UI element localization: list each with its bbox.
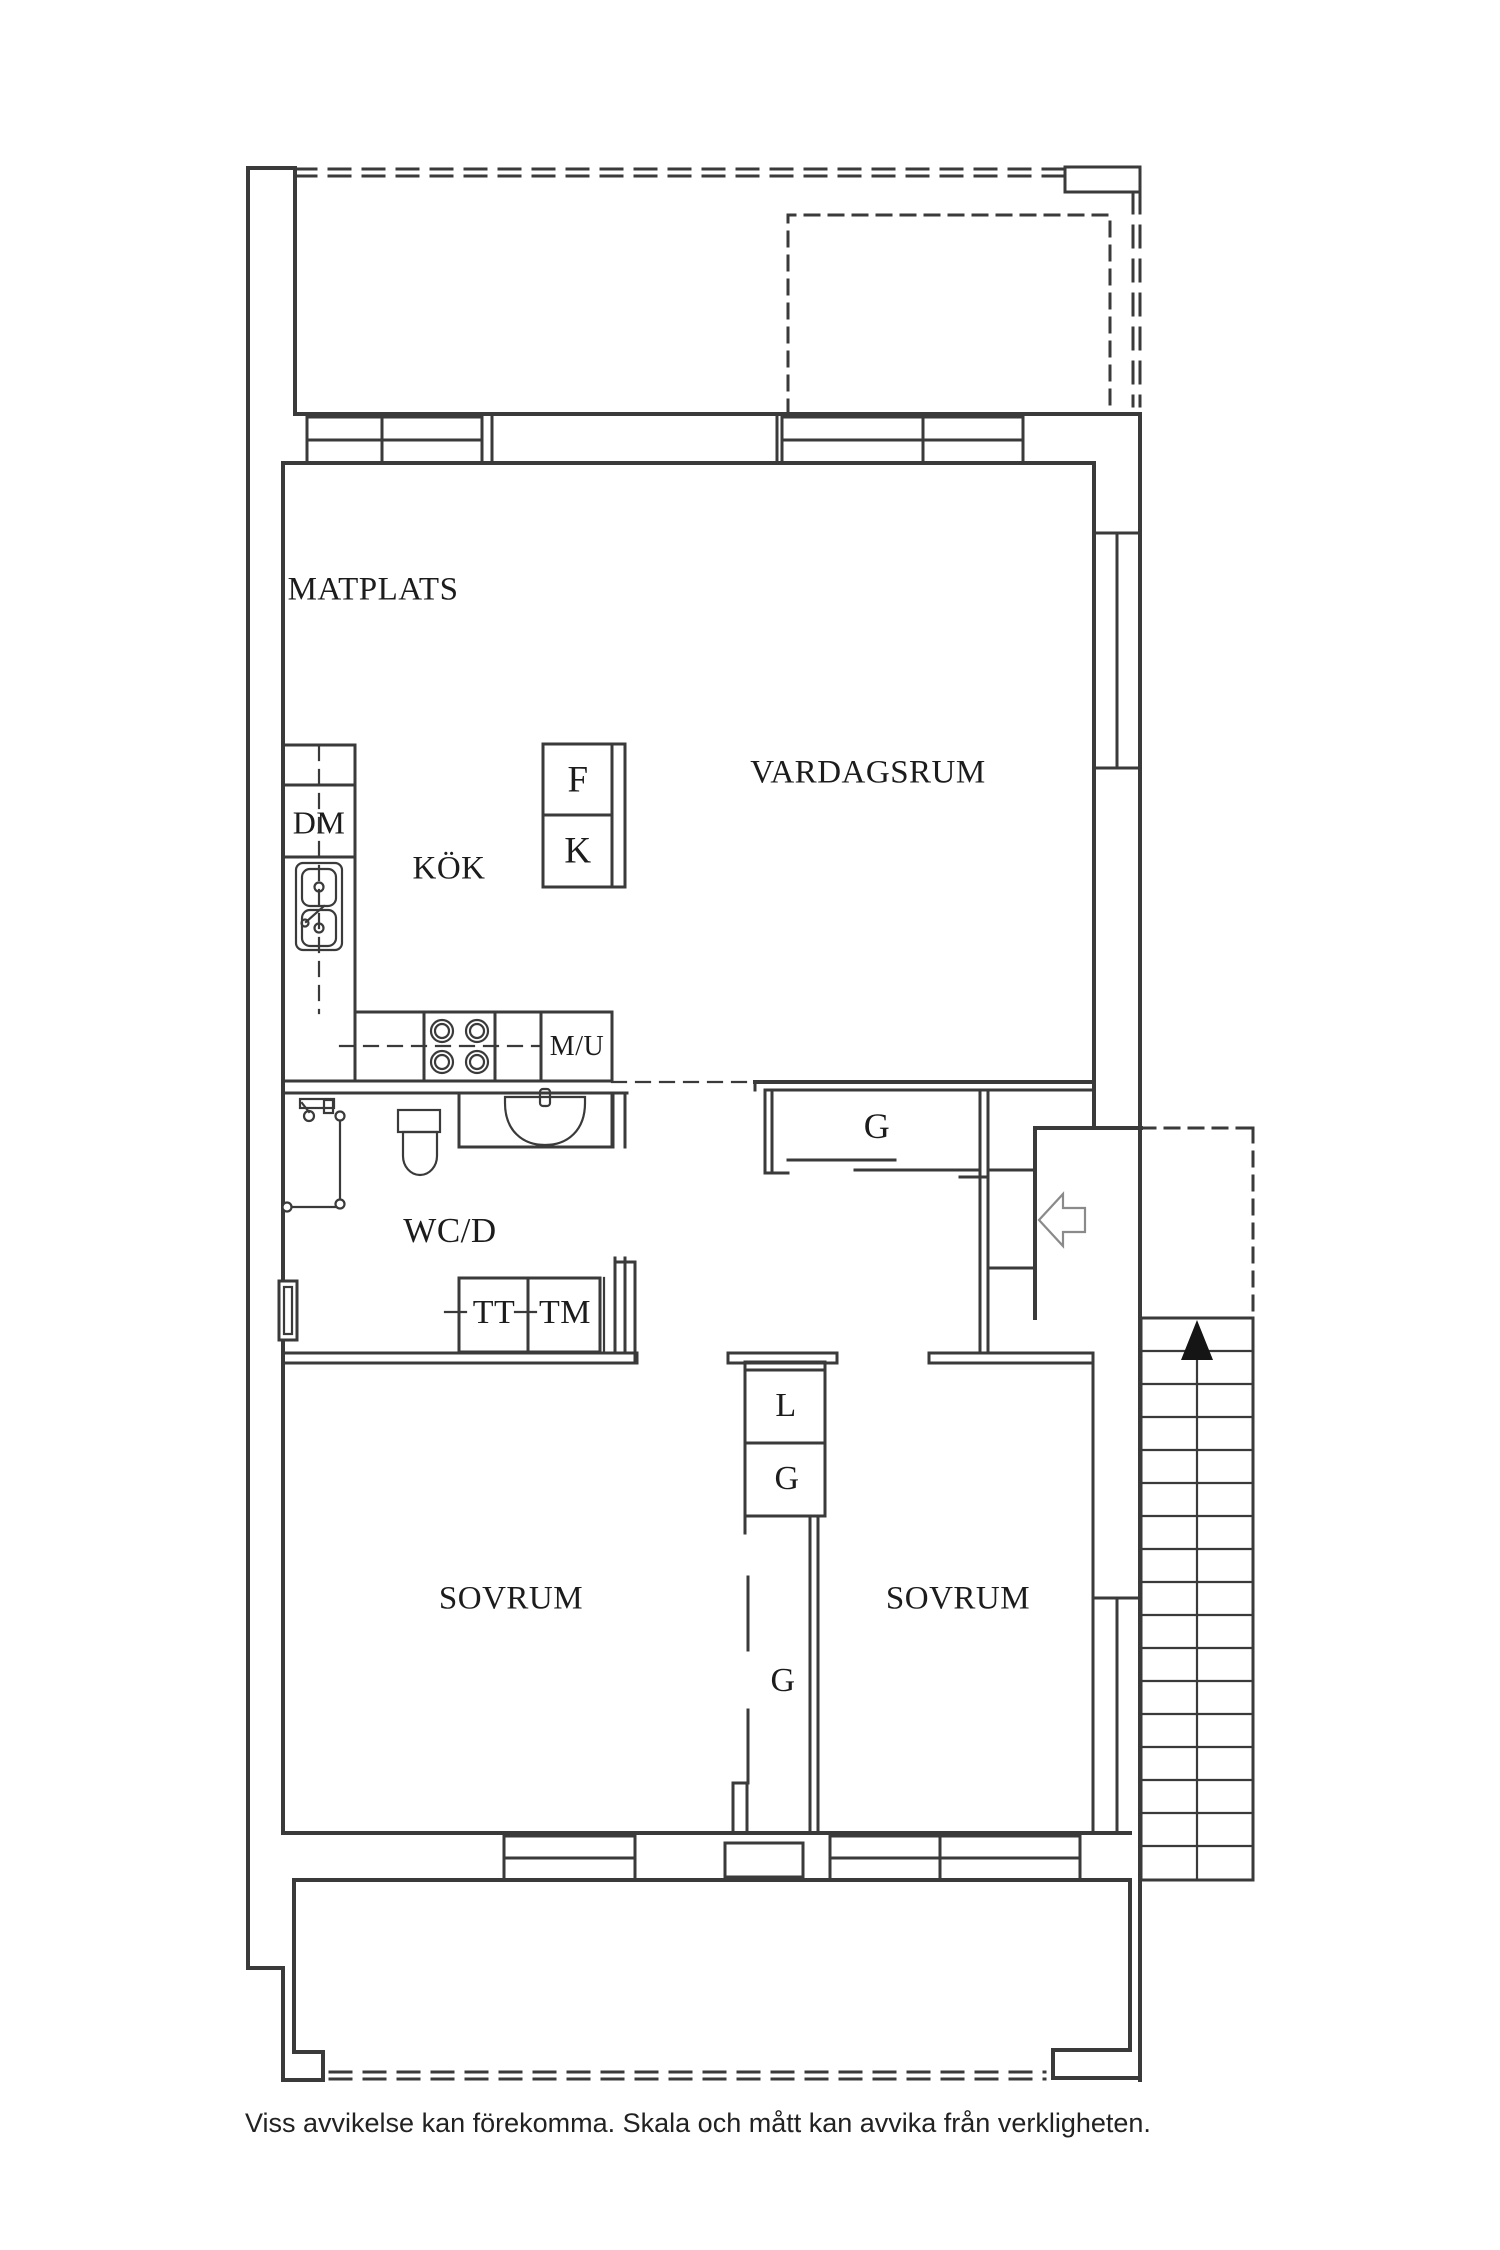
appliance-label-dryer: TT xyxy=(472,1294,516,1331)
room-label-sovrum-left: SOVRUM xyxy=(438,1580,584,1617)
hall xyxy=(753,1080,1255,1355)
long-wardrobe xyxy=(731,1514,820,1835)
toilet xyxy=(396,1108,442,1177)
patio-dashed-edge xyxy=(328,2070,1047,2081)
room-label-matplats: MATPLATS xyxy=(287,571,459,608)
closet-label-l: L xyxy=(775,1387,797,1424)
terrace-outline xyxy=(293,165,1142,416)
hall-wardrobe xyxy=(763,1088,990,1179)
north-windows xyxy=(305,415,1025,465)
room-label-vardagsrum: VARDAGSRUM xyxy=(750,754,986,791)
kitchen xyxy=(281,742,757,1084)
terrace-canopy-dashed xyxy=(786,213,1112,416)
room-label-sovrum-right: SOVRUM xyxy=(885,1580,1031,1617)
stair-up-arrow-icon xyxy=(1181,1320,1213,1360)
washbasin xyxy=(457,1087,614,1149)
bedrooms xyxy=(281,1351,1142,1882)
terrace-pillar xyxy=(1063,165,1142,194)
fridge-freezer-unit xyxy=(541,742,627,889)
shower xyxy=(281,1097,346,1213)
appliance-label-fridge: K xyxy=(564,830,592,872)
entrance-arrow-icon xyxy=(1037,1191,1087,1249)
closet-label-g-wardrobe: G xyxy=(770,1662,796,1699)
appliance-label-dishwasher: DM xyxy=(292,804,346,841)
south-windows xyxy=(502,1834,1082,1882)
closet-label-g: G xyxy=(774,1460,800,1497)
closet-label-hall-g: G xyxy=(863,1106,891,1146)
east-window xyxy=(1092,531,1142,770)
bathroom xyxy=(277,1087,637,1365)
linen-closet xyxy=(743,1360,827,1518)
disclaimer-text: Viss avvikelse kan förekomma. Skala och … xyxy=(245,2108,1151,2138)
appliance-label-micro-oven: M/U xyxy=(549,1031,605,1062)
room-label-kok: KÖK xyxy=(412,850,486,887)
appliance-label-washer: TM xyxy=(539,1294,591,1331)
appliance-label-freezer: F xyxy=(567,759,589,801)
room-label-wcd: WC/D xyxy=(403,1211,497,1250)
stairs xyxy=(1139,1316,1255,1882)
stove-burners xyxy=(429,1018,490,1075)
bathroom-window xyxy=(277,1279,299,1342)
door-sill xyxy=(723,1841,805,1879)
